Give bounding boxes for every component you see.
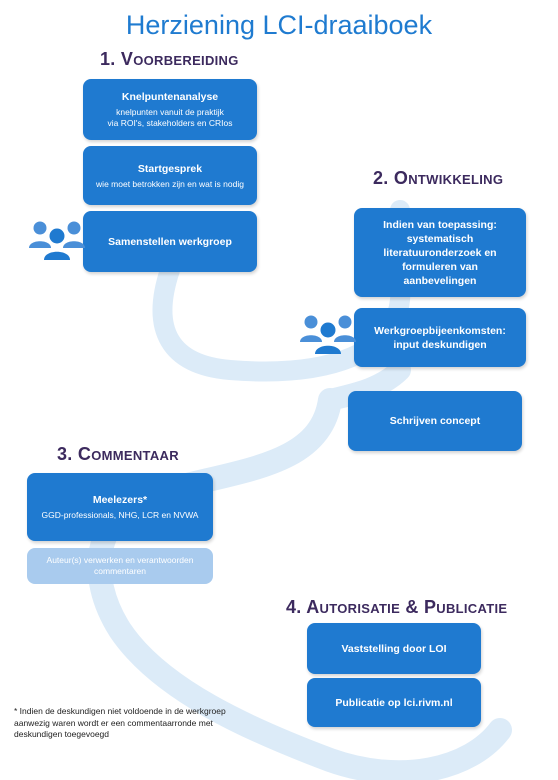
step-title-line: Indien van toepassing:: [383, 218, 497, 231]
step-subtitle: Auteur(s) verwerken en verantwoorden com…: [47, 555, 194, 577]
step-title-line: formuleren van: [402, 260, 478, 273]
section-heading-voorbereiding: 1. Voorbereiding: [100, 49, 239, 69]
step-title: Vaststelling door LOI: [341, 642, 447, 655]
step-vaststelling: Vaststelling door LOI: [307, 623, 481, 674]
step-startgesprek: Startgesprek wie moet betrokken zijn en …: [83, 146, 257, 205]
footnote: * Indien de deskundigen niet voldoende i…: [14, 706, 274, 741]
footnote-line: * Indien de deskundigen niet voldoende i…: [14, 706, 226, 716]
step-knelpuntenanalyse: Knelpuntenanalyse knelpunten vanuit de p…: [83, 79, 257, 140]
footnote-line: deskundigen toegevoegd: [14, 729, 109, 739]
step-schrijven-concept: Schrijven concept: [348, 391, 522, 451]
people-group-icon: [29, 221, 85, 260]
step-title-line: Werkgroepbijeenkomsten:: [374, 324, 506, 337]
step-title-line: literatuuronderzoek en: [383, 246, 497, 259]
step-title: Werkgroepbijeenkomsten: input deskundige…: [374, 324, 506, 352]
step-title: Meelezers*: [92, 494, 148, 506]
step-title-line: aanbevelingen: [403, 274, 477, 287]
step-title-line: input deskundigen: [393, 338, 487, 351]
step-title: Publicatie op lci.rivm.nl: [335, 696, 453, 709]
step-title: Schrijven concept: [389, 415, 481, 427]
step-subtitle: GGD-professionals, NHG, LCR en NVWA: [41, 510, 199, 520]
step-auteurs-verwerken: Auteur(s) verwerken en verantwoorden com…: [27, 548, 213, 584]
step-title: Knelpuntenanalyse: [121, 91, 219, 103]
section-heading-commentaar: 3. Commentaar: [57, 444, 179, 464]
step-publicatie: Publicatie op lci.rivm.nl: [307, 678, 481, 727]
step-title: Samenstellen werkgroep: [108, 235, 232, 248]
step-samenstellen-werkgroep: Samenstellen werkgroep: [83, 211, 257, 272]
step-subtitle-line: commentaren: [94, 566, 146, 576]
step-subtitle: knelpunten vanuit de praktijk via ROI's,…: [108, 107, 233, 129]
step-literatuuronderzoek: Indien van toepassing: systematisch lite…: [354, 208, 526, 297]
footnote-line: aanwezig waren wordt er een commentaarro…: [14, 717, 213, 728]
section-heading-ontwikkeling: 2. Ontwikkeling: [373, 168, 504, 188]
step-meelezers: Meelezers* GGD-professionals, NHG, LCR e…: [27, 473, 213, 541]
step-subtitle-line: Auteur(s) verwerken en verantwoorden: [46, 555, 194, 565]
step-title: Startgesprek: [137, 162, 203, 175]
step-subtitle: wie moet betrokken zijn en wat is nodig: [96, 178, 244, 189]
people-group-icon: [300, 315, 356, 354]
section-heading-autorisatie: 4. Autorisatie & Publicatie: [286, 597, 508, 617]
page-title: Herziening LCI-draaiboek: [125, 10, 433, 40]
step-werkgroepbijeenkomsten: Werkgroepbijeenkomsten: input deskundige…: [354, 308, 526, 367]
step-title-line: systematisch: [406, 232, 474, 245]
step-subtitle-line: via ROI's, stakeholders en CRIos: [107, 118, 233, 128]
step-title: Indien van toepassing: systematisch lite…: [383, 218, 497, 288]
step-subtitle-line: knelpunten vanuit de praktijk: [116, 107, 224, 117]
